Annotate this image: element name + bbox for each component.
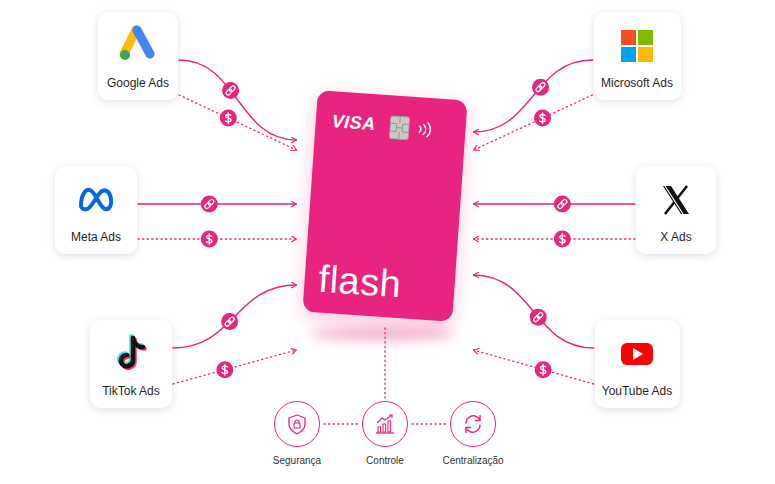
platform-box: YouTube Ads [595,320,680,408]
dollar-badge [216,361,233,378]
link-badge [530,309,547,326]
platform-logo [109,332,153,376]
feature-icon [461,412,485,436]
platform-label: TikTok Ads [90,384,172,398]
card-chip [389,115,411,140]
link-badge [554,196,571,213]
feature-label: Centralização [442,455,503,466]
platform-label: YouTube Ads [595,384,680,398]
dollar-badge [201,231,218,248]
badge-circle [220,110,237,127]
dollar-glyph [225,113,231,124]
platform-box: TikTok Ads [90,320,172,408]
link-connector [474,275,594,348]
payment-connector [474,350,594,384]
platform-label: X Ads [636,230,716,244]
contactless-symbol [417,120,434,139]
link-connector [173,285,296,348]
badge-circle [532,79,549,96]
feature-label: Segurança [273,455,321,466]
link-connector [179,60,296,140]
payment-connector [384,328,385,398]
payment-card: VISA flash [302,90,467,322]
feature-label: Controle [366,455,404,466]
payment-connector [179,95,296,150]
platform-logo [116,24,160,68]
feature-circle: Segurança [274,401,320,447]
platform-label: Meta Ads [55,230,137,244]
platform-label: Microsoft Ads [594,76,681,90]
badge-circle [554,231,571,248]
badge-circle [535,361,552,378]
link-glyph [207,199,214,206]
feature-icon [373,412,397,436]
platform-logo [654,178,698,222]
badge-circle [534,110,551,127]
link-badge [221,313,238,330]
badge-circle [530,309,547,326]
platform-box: Meta Ads [55,166,137,254]
payment-connector [412,423,446,424]
link-glyph [536,312,543,319]
payment-connector [173,350,296,384]
dollar-badge [535,361,552,378]
link-glyph [560,199,567,206]
card-brand: VISA [331,111,376,135]
card-logo: flash [317,258,403,307]
feature-circle: Controle [362,401,408,447]
dollar-glyph [540,113,546,124]
dollar-badge [554,231,571,248]
payment-connector [324,423,358,424]
dollar-badge [220,110,237,127]
badge-circle [216,361,233,378]
platform-box: X Ads [636,166,716,254]
payment-connector [474,95,593,150]
link-badge [222,82,239,99]
badge-circle [222,82,239,99]
link-glyph [538,82,545,89]
link-glyph [228,316,235,323]
glow-ellipse [310,327,454,341]
dollar-glyph [559,234,565,245]
platform-logo [615,24,659,68]
badge-circle [554,196,571,213]
link-badge [201,196,218,213]
badge-circle [221,313,238,330]
platform-logo [615,332,659,376]
platform-logo [74,178,118,222]
dollar-glyph [206,234,212,245]
link-connector [474,60,593,132]
platform-box: Google Ads [98,12,178,100]
badge-circle [201,196,218,213]
feature-icon [285,412,309,436]
platform-label: Google Ads [98,76,178,90]
dollar-badge [534,110,551,127]
badge-circle [201,231,218,248]
dollar-glyph [222,364,228,375]
platform-box: Microsoft Ads [594,12,681,100]
link-glyph [229,85,236,92]
link-badge [532,79,549,96]
dollar-glyph [540,364,546,375]
feature-circle: Centralização [450,401,496,447]
